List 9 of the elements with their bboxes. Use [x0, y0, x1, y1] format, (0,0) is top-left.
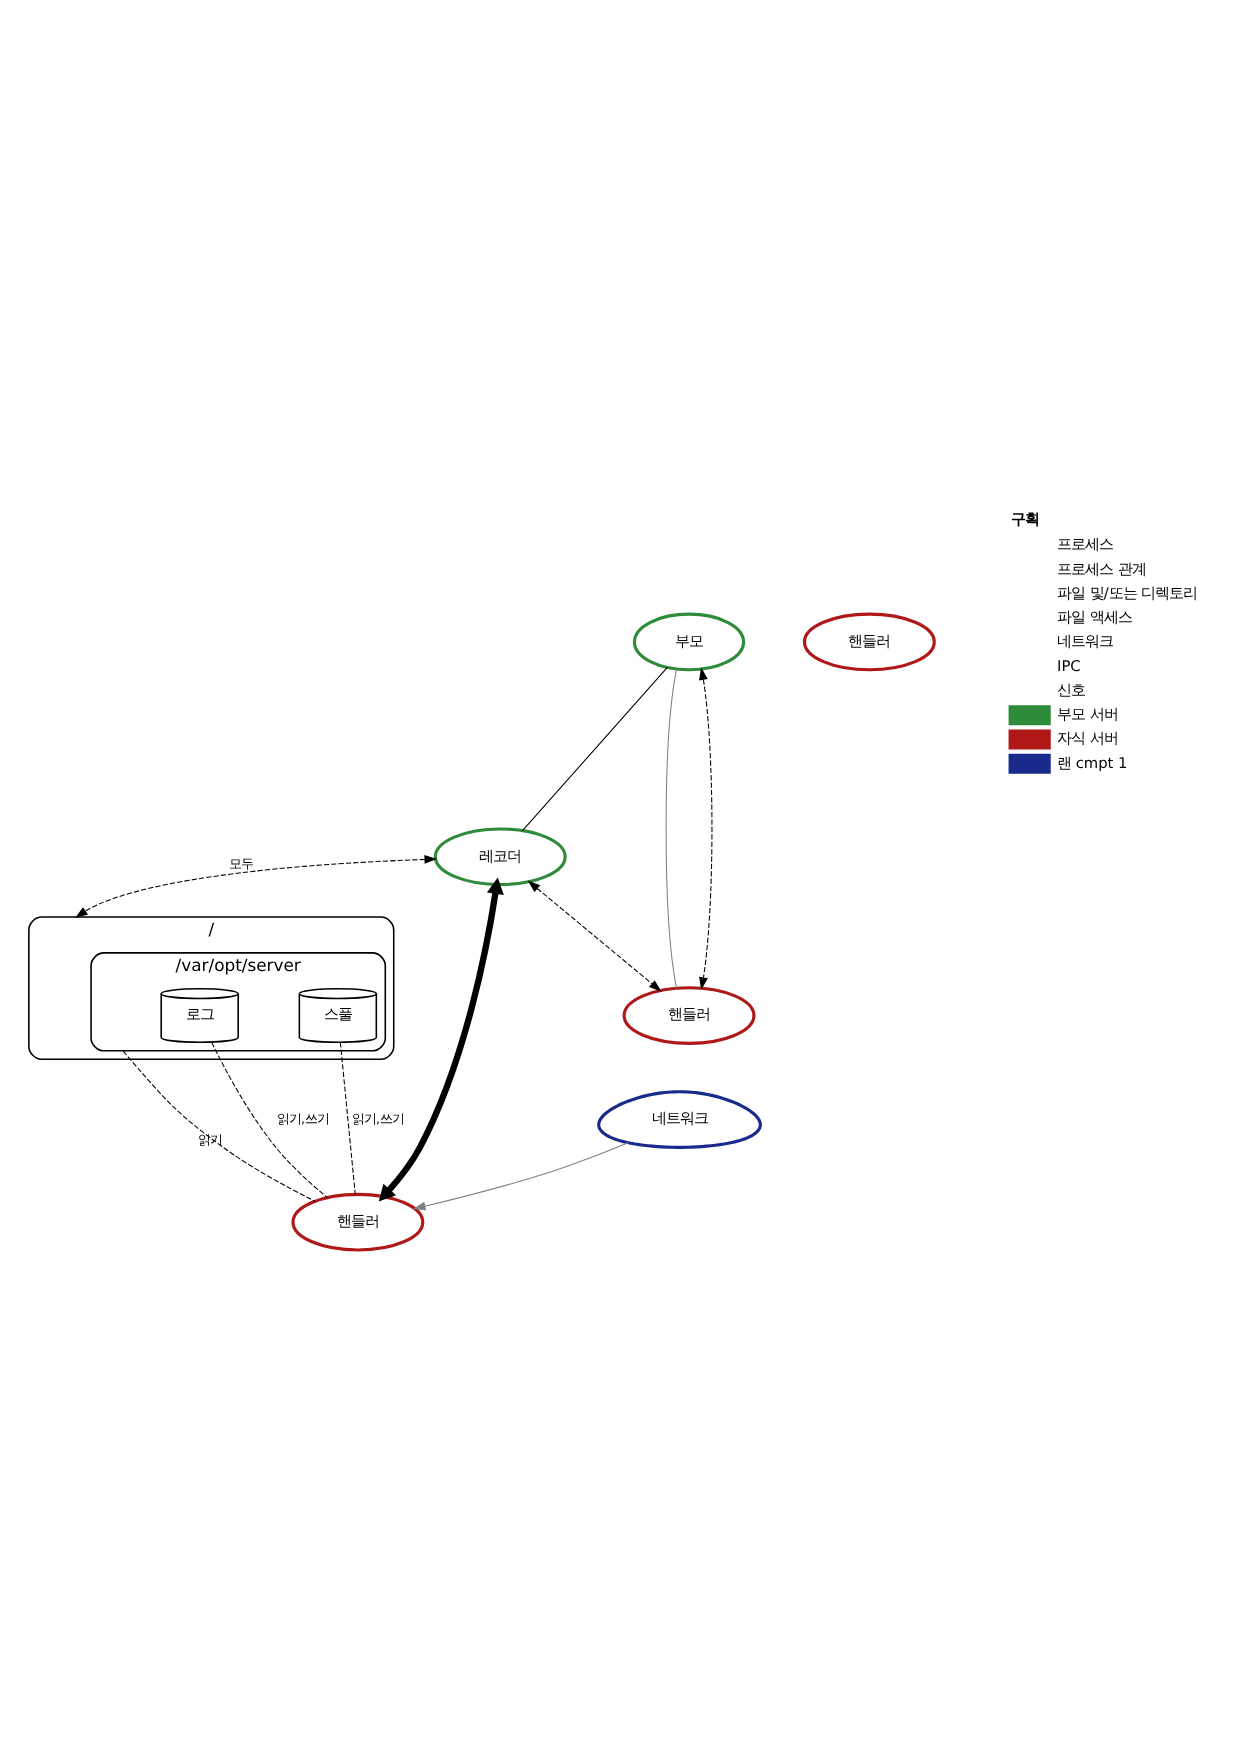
arrow — [527, 879, 662, 991]
connector — [522, 665, 668, 831]
arrow — [378, 876, 504, 1201]
arrow — [412, 1141, 629, 1210]
arrow — [75, 854, 438, 917]
connector — [665, 667, 678, 988]
connector — [122, 1049, 316, 1201]
connector — [339, 1041, 356, 1194]
arrow — [699, 666, 713, 989]
